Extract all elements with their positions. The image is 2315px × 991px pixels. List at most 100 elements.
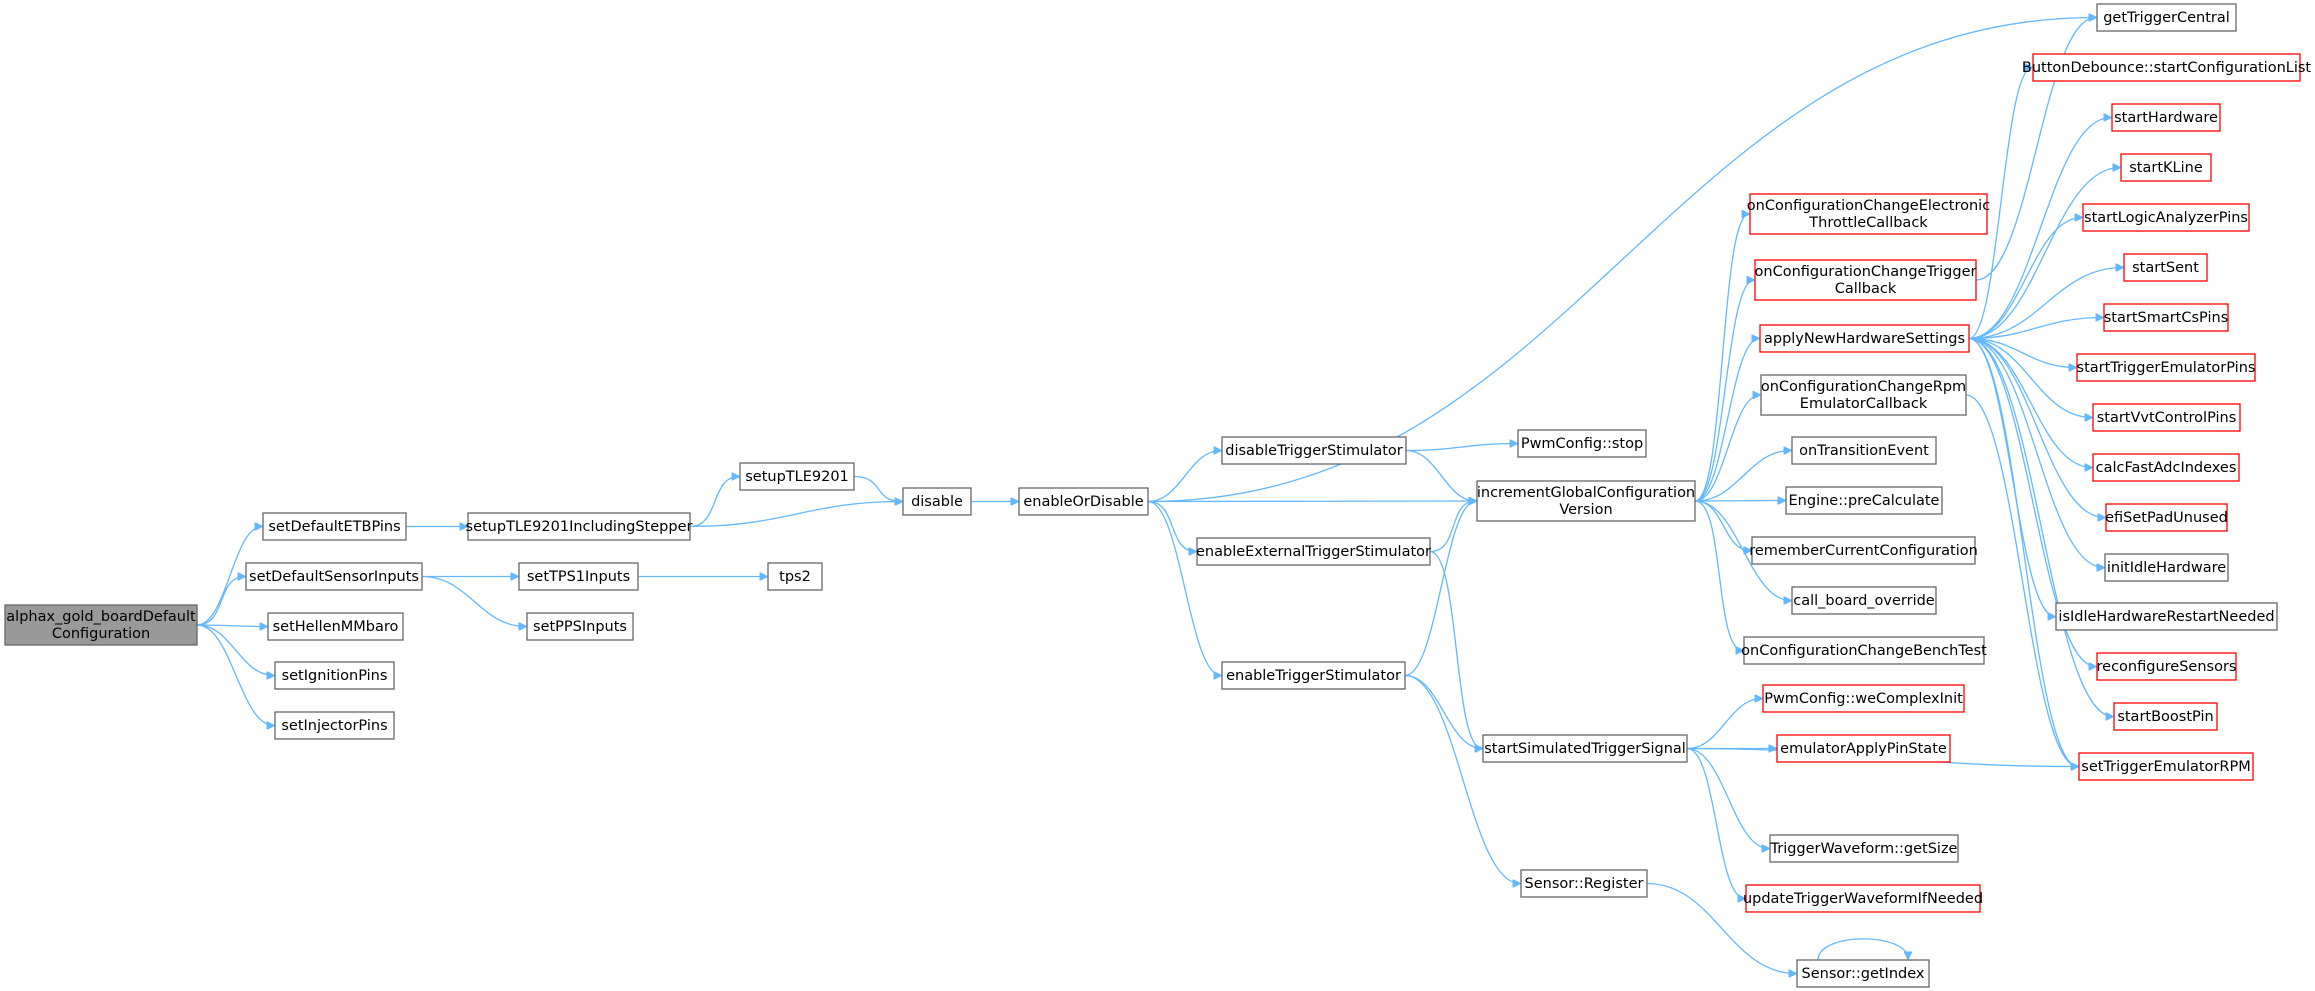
- node-label: enableExternalTriggerStimulator: [1196, 544, 1431, 560]
- edge-root-to-set-default-sensor-inputs: [196, 577, 245, 626]
- node-start-trigger-emulator-pins[interactable]: startTriggerEmulatorPins: [2076, 353, 2256, 382]
- edge-increment-global-configuration-version-to-call-board-override: [1694, 500, 1791, 601]
- node-on-cfg-etc[interactable]: onConfigurationChangeElectronicThrottleC…: [1747, 193, 1990, 235]
- node-calc-fast-adc-indexes[interactable]: calcFastAdcIndexes: [2092, 453, 2240, 482]
- node-box: [2082, 203, 2250, 232]
- node-efi-set-pad-unused[interactable]: efiSetPadUnused: [2105, 503, 2228, 532]
- edge-apply-new-hardware-settings-to-button-debounce: [1968, 68, 2032, 340]
- node-set-default-etbpins[interactable]: setDefaultETBPins: [262, 512, 407, 541]
- node-button-debounce[interactable]: ButtonDebounce::startConfigurationList: [2022, 53, 2312, 82]
- node-box: [262, 512, 407, 541]
- node-start-vvt-control-pins[interactable]: startVvtControlPins: [2092, 403, 2241, 432]
- node-box: [2032, 53, 2301, 82]
- node-label: setIgnitionPins: [282, 668, 388, 684]
- node-start-sent[interactable]: startSent: [2123, 253, 2208, 282]
- node-pwm-stop[interactable]: PwmConfig::stop: [1517, 429, 1647, 458]
- edge-increment-global-configuration-version-to-engine-pre-calculate: [1694, 501, 1785, 502]
- edge-increment-global-configuration-version-to-on-transition-event: [1694, 451, 1791, 502]
- node-box: [467, 512, 691, 541]
- node-on-transition-event[interactable]: onTransitionEvent: [1791, 436, 1937, 465]
- node-start-smart-cs-pins[interactable]: startSmartCsPins: [2103, 303, 2229, 332]
- edge-on-cfg-trigger-to-get-trigger-central: [1975, 18, 2096, 281]
- node-set-ignition-pins[interactable]: setIgnitionPins: [274, 661, 395, 690]
- node-label: startSmartCsPins: [2104, 310, 2229, 326]
- node-start-logic-analyzer-pins[interactable]: startLogicAnalyzerPins: [2082, 203, 2250, 232]
- node-start-hardware[interactable]: startHardware: [2111, 103, 2221, 132]
- node-start-kline[interactable]: startKLine: [2120, 153, 2212, 182]
- edge-increment-global-configuration-version-to-on-cfg-rpm-emu: [1694, 395, 1760, 502]
- node-emulator-apply-pin-state[interactable]: emulatorApplyPinState: [1776, 734, 1951, 763]
- node-set-tps1-inputs[interactable]: setTPS1Inputs: [518, 562, 639, 591]
- node-set-hellen-mmbaro[interactable]: setHellenMMbaro: [267, 612, 404, 641]
- node-box: [518, 562, 639, 591]
- edge-apply-new-hardware-settings-to-start-sent: [1968, 268, 2123, 340]
- node-enable-external-trigger-stimulator[interactable]: enableExternalTriggerStimulator: [1196, 537, 1431, 566]
- node-label: setTPS1Inputs: [527, 569, 630, 585]
- node-set-trigger-emulator-rpm[interactable]: setTriggerEmulatorRPM: [2078, 752, 2254, 781]
- edge-on-cfg-rpm-emu-to-set-trigger-emulator-rpm: [1965, 394, 2078, 767]
- edge-apply-new-hardware-settings-to-init-idle-hardware: [1968, 337, 2104, 568]
- node-label: setPPSInputs: [533, 619, 627, 635]
- node-enable-trigger-stimulator[interactable]: enableTriggerStimulator: [1221, 661, 1406, 690]
- node-box: [1759, 324, 1970, 353]
- node-start-boost-pin[interactable]: startBoostPin: [2113, 702, 2218, 731]
- node-disable[interactable]: disable: [902, 487, 972, 516]
- node-box: [1791, 436, 1937, 465]
- node-setup-tle9201[interactable]: setupTLE9201: [739, 462, 855, 491]
- node-label: setDefaultETBPins: [268, 519, 400, 535]
- edge-enable-or-disable-to-disable-trigger-stimulator: [1147, 451, 1221, 503]
- node-box: [1762, 684, 1965, 713]
- node-remember-current-configuration[interactable]: rememberCurrentConfiguration: [1749, 536, 1978, 565]
- node-box: [1754, 259, 1977, 301]
- node-label: enableTriggerStimulator: [1226, 668, 1401, 684]
- node-label: reconfigureSensors: [2097, 659, 2237, 675]
- edge-start-simulated-trigger-signal-to-update-trigger-waveform-if-needed: [1686, 747, 1745, 899]
- node-box: [1769, 834, 1959, 863]
- node-box: [2103, 303, 2229, 332]
- node-label: startBoostPin: [2117, 709, 2213, 725]
- node-apply-new-hardware-settings[interactable]: applyNewHardwareSettings: [1759, 324, 1970, 353]
- node-is-idle-hardware-restart-needed[interactable]: isIdleHardwareRestartNeeded: [2055, 602, 2278, 631]
- edge-enable-or-disable-to-enable-external-trigger-stimulator: [1147, 500, 1196, 552]
- node-sensor-get-index[interactable]: Sensor::getIndex: [1796, 959, 1930, 988]
- node-trigger-waveform-get-size[interactable]: TriggerWaveform::getSize: [1769, 834, 1959, 863]
- node-pwm-we-complex-init[interactable]: PwmConfig::weComplexInit: [1762, 684, 1965, 713]
- node-get-trigger-central[interactable]: getTriggerCentral: [2096, 3, 2237, 32]
- node-reconfigure-sensors[interactable]: reconfigureSensors: [2096, 652, 2237, 681]
- node-init-idle-hardware[interactable]: initIdleHardware: [2104, 553, 2229, 582]
- node-engine-pre-calculate[interactable]: Engine::preCalculate: [1785, 486, 1943, 515]
- node-label: disableTriggerStimulator: [1225, 443, 1403, 459]
- node-label: alphax_gold_boardDefault: [6, 609, 196, 625]
- edge-apply-new-hardware-settings-to-reconfigure-sensors: [1968, 337, 2096, 667]
- node-label: emulatorApplyPinState: [1780, 741, 1947, 757]
- node-disable-trigger-stimulator[interactable]: disableTriggerStimulator: [1221, 436, 1407, 465]
- edge-apply-new-hardware-settings-to-start-hardware: [1968, 118, 2111, 340]
- node-box: [2096, 652, 2237, 681]
- node-label: disable: [911, 494, 963, 510]
- node-set-default-sensor-inputs[interactable]: setDefaultSensorInputs: [245, 562, 423, 591]
- edge-enable-trigger-stimulator-to-increment-global-configuration-version: [1404, 501, 1476, 677]
- node-sensor-register[interactable]: Sensor::Register: [1520, 869, 1648, 898]
- node-label: Version: [1559, 502, 1612, 518]
- node-box: [245, 562, 423, 591]
- node-label: startHardware: [2114, 110, 2218, 126]
- node-label: ButtonDebounce::startConfigurationList: [2022, 60, 2312, 76]
- node-start-simulated-trigger-signal[interactable]: startSimulatedTriggerSignal: [1482, 734, 1688, 763]
- node-set-ppsinputs[interactable]: setPPSInputs: [526, 612, 634, 641]
- node-update-trigger-waveform-if-needed[interactable]: updateTriggerWaveformIfNeeded: [1743, 884, 1983, 913]
- node-tps2[interactable]: tps2: [767, 562, 823, 591]
- node-on-cfg-bench-test[interactable]: onConfigurationChangeBenchTest: [1741, 636, 1987, 665]
- edge-apply-new-hardware-settings-to-start-trigger-emulator-pins: [1968, 337, 2076, 368]
- node-call-board-override[interactable]: call_board_override: [1791, 586, 1937, 615]
- node-set-injector-pins[interactable]: setInjectorPins: [274, 711, 395, 740]
- node-label: ThrottleCallback: [1808, 215, 1928, 231]
- node-box: [2055, 602, 2278, 631]
- node-enable-or-disable[interactable]: enableOrDisable: [1018, 487, 1149, 516]
- node-setup-tle9201-including-stepper[interactable]: setupTLE9201IncludingStepper: [466, 512, 693, 541]
- node-box: [1520, 869, 1648, 898]
- edge-increment-global-configuration-version-to-on-cfg-trigger: [1694, 280, 1754, 502]
